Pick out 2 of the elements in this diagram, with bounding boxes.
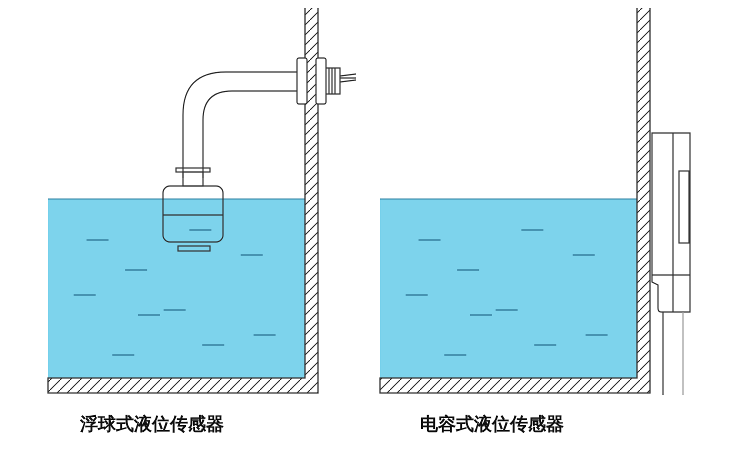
caption: 电容式液位传感器 (420, 413, 564, 436)
caption: 浮球式液位传感器 (80, 413, 224, 436)
